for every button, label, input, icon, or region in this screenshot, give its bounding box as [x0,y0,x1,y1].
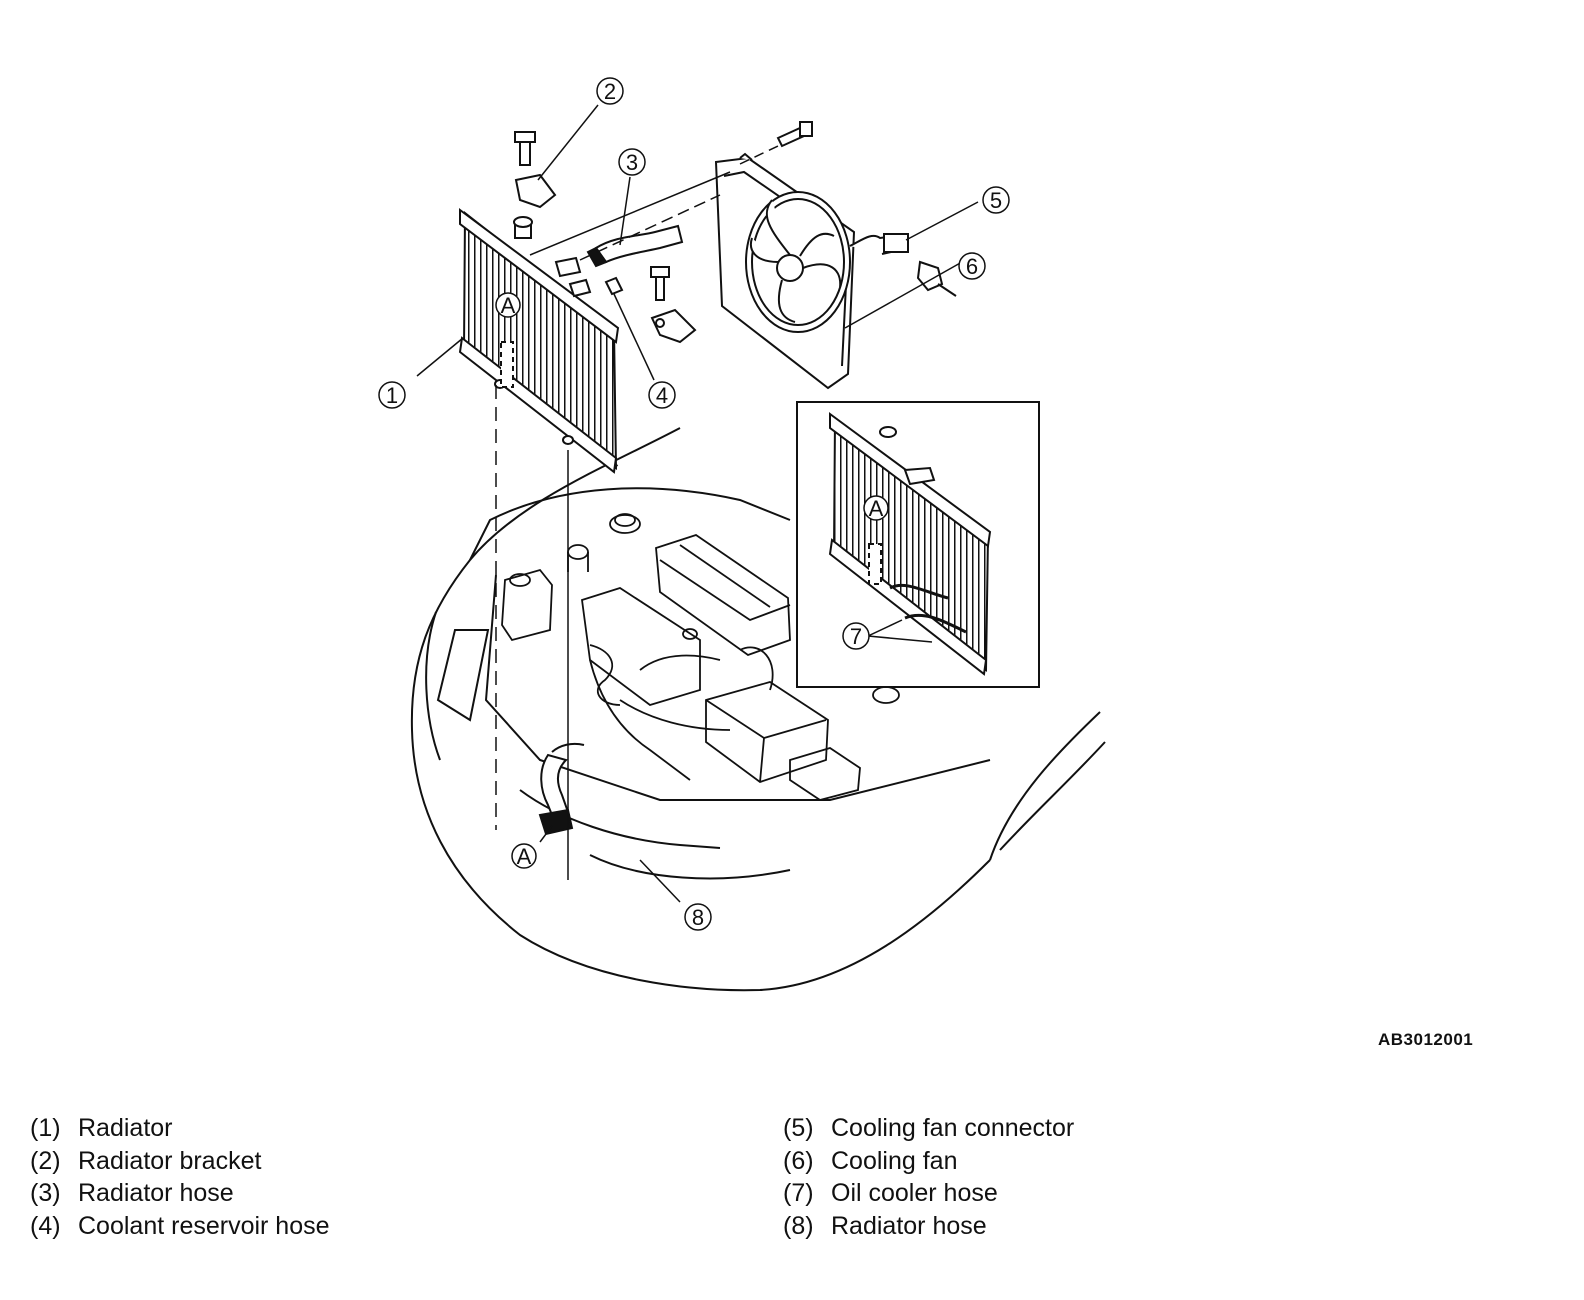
legend-number: (7) [783,1179,814,1207]
exploded-diagram: 1 2 3 4 5 6 7 8 A A A [378,77,1106,992]
radiator [458,208,620,474]
inset-radiator [828,412,992,676]
svg-text:5: 5 [990,188,1002,213]
svg-text:A: A [517,844,532,869]
legend-label: Radiator hose [78,1179,234,1207]
callout-8: 8 [684,903,712,931]
svg-text:6: 6 [966,254,978,279]
legend-label: Oil cooler hose [831,1179,998,1207]
callout-2: 2 [596,77,624,105]
svg-text:4: 4 [656,383,668,408]
callout-a-hose: A [511,843,537,869]
leader-lines [416,104,979,903]
legend-label: Coolant reservoir hose [78,1211,330,1240]
legend-number: (5) [783,1114,814,1142]
legend-label: Radiator [78,1114,173,1142]
legend-item: (7) Oil cooler hose [783,1177,1074,1210]
legend-item: (2) Radiator bracket [30,1145,330,1178]
legend-number: (3) [30,1179,61,1207]
legend-number: (8) [783,1211,814,1240]
legend-label: Cooling fan [831,1146,958,1175]
callout-a-inset: A [863,495,889,521]
svg-text:1: 1 [386,383,398,408]
fan-bolt [776,121,813,148]
legend-number: (6) [783,1146,814,1175]
radiator-bracket-upper [514,131,557,209]
svg-text:2: 2 [604,79,616,104]
callout-6: 6 [958,252,986,280]
callout-4: 4 [648,381,676,409]
legend-right: (5) Cooling fan connector (6) Cooling fan … [783,1112,1074,1242]
legend-label: Radiator hose [831,1211,987,1240]
svg-text:A: A [869,496,884,521]
callout-5: 5 [982,186,1010,214]
coolant-reservoir-hose [604,276,624,296]
car-body-outline [410,427,1106,992]
cooling-fan-connector [849,233,957,297]
drawing-id: AB3012001 [1378,1030,1474,1049]
inset-box [796,401,1040,688]
svg-text:8: 8 [692,905,704,930]
callout-7: 7 [842,622,870,650]
cooling-fan-shroud [714,152,856,390]
svg-text:7: 7 [850,624,862,649]
svg-text:A: A [501,293,516,318]
svg-text:3: 3 [626,150,638,175]
legend-item: (3) Radiator hose [30,1177,330,1210]
callout-1: 1 [378,381,406,409]
radiator-bracket-lower [650,266,697,344]
legend-left: (1) Radiator (2) Radiator bracket (3) Radia… [30,1112,330,1242]
legend-label: Cooling fan connector [831,1114,1075,1142]
legend-number: (2) [30,1146,61,1175]
upper-radiator-hose [586,224,684,268]
legend-item: (8) Radiator hose [783,1210,1074,1243]
legend-item: (4) Coolant reservoir hose [30,1210,330,1243]
callout-3: 3 [618,148,646,176]
legend-item: (1) Radiator [30,1112,330,1145]
callout-a-main: A [495,292,521,318]
legend-label: Radiator bracket [78,1146,262,1175]
legend-item: (6) Cooling fan [783,1145,1074,1178]
legend-number: (1) [30,1114,61,1142]
legend-item: (5) Cooling fan connector [783,1112,1074,1145]
engine-bay [501,513,900,801]
legend-number: (4) [30,1211,61,1240]
